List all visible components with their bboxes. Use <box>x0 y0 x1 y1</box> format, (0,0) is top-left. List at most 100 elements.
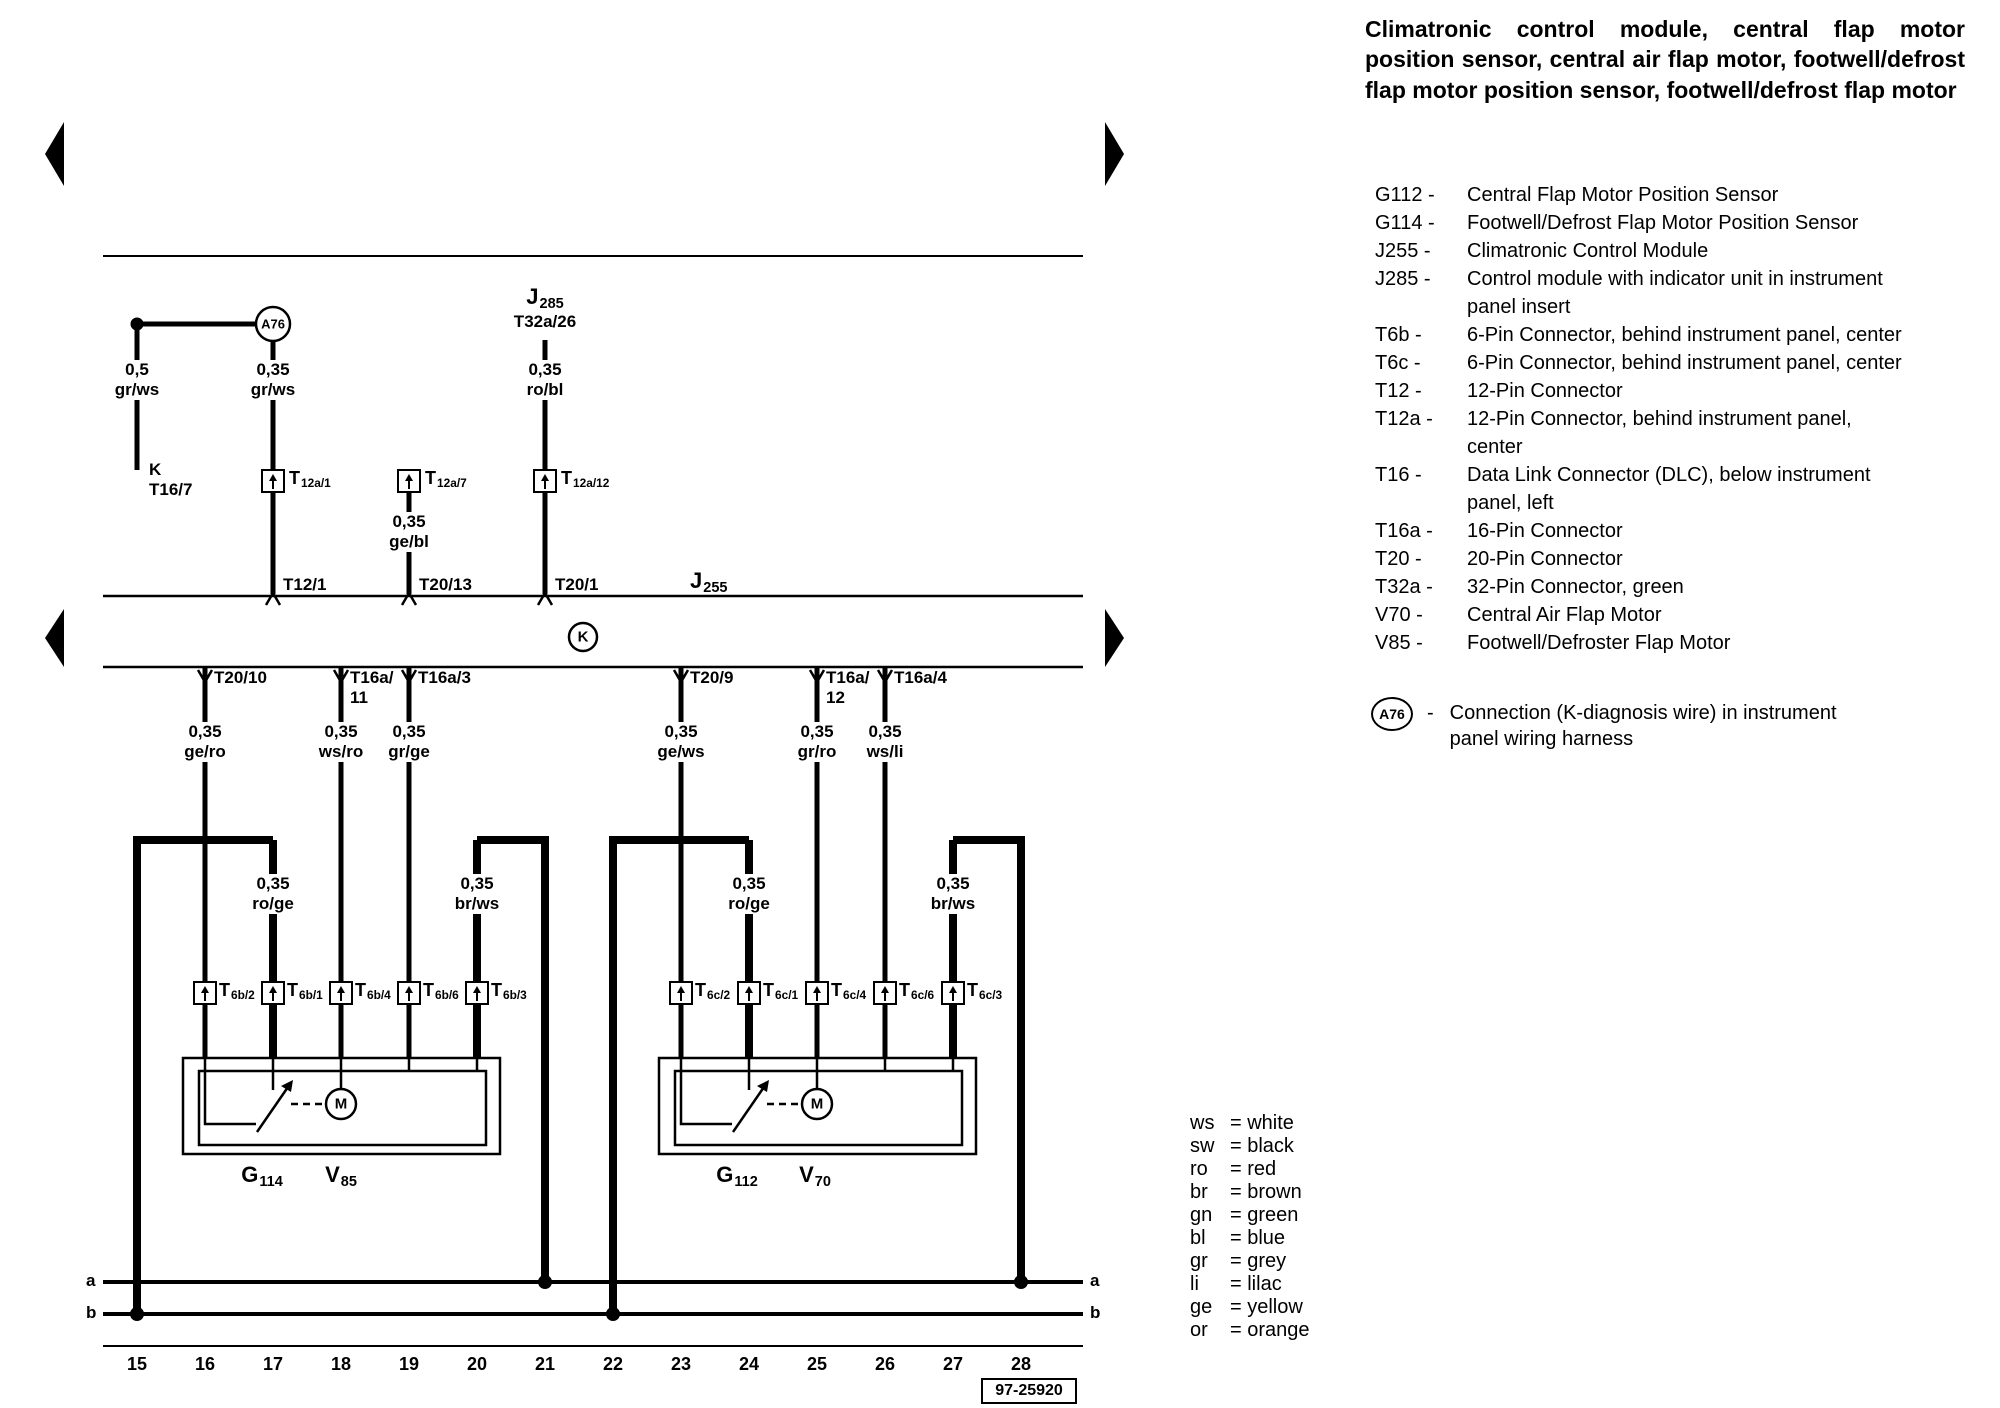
pin-label: T20/9 <box>690 668 734 687</box>
legend-row: T32a - 32-Pin Connector, green <box>1375 573 1997 601</box>
wire-spec-label: 0,35 ws/li <box>863 722 907 763</box>
legend-row: J255 - Climatronic Control Module <box>1375 237 1997 265</box>
wire-spec-label: 0,5 gr/ws <box>111 360 163 401</box>
rail-a-label: a <box>86 1271 96 1290</box>
connector-label: T6c/6 <box>899 980 935 1002</box>
wire-spec-label: 0,35 ge/ws <box>654 722 708 763</box>
legend-row: T12a -12-Pin Connector, behind instrumen… <box>1375 405 1997 461</box>
connector-label: T6b/6 <box>423 980 459 1002</box>
track-number: 21 <box>534 1354 556 1374</box>
edge-continuation-flags <box>45 122 1124 667</box>
component-label-j255: J255 <box>690 568 728 596</box>
track-number: 22 <box>602 1354 624 1374</box>
pin-label: T20/10 <box>214 668 267 687</box>
track-number: 17 <box>262 1354 284 1374</box>
track-number: 20 <box>466 1354 488 1374</box>
legend-desc: Footwell/Defroster Flap Motor <box>1467 632 1731 655</box>
legend-desc: 6-Pin Connector, behind instrument panel… <box>1467 324 1902 347</box>
legend-row: T6c -6-Pin Connector, behind instrument … <box>1375 349 1997 377</box>
legend-code: T6c - <box>1375 352 1421 375</box>
legend-desc: Data Link Connector (DLC), below instrum… <box>1467 464 1871 515</box>
legend-row: T16a -16-Pin Connector <box>1375 517 1997 545</box>
pin-label: T16a/ 11 <box>350 668 394 707</box>
wire-spec-label: 0,35 ro/ge <box>249 874 297 915</box>
motor-letter: M <box>334 1095 348 1113</box>
legend-code: T12a - <box>1375 408 1433 431</box>
a76-desc: Connection (K-diagnosis wire) in instrum… <box>1449 702 1837 751</box>
connector-label: T6b/3 <box>491 980 527 1002</box>
legend-desc: Footwell/Defrost Flap Motor Position Sen… <box>1467 212 1859 235</box>
diagram-number-box: 97-25920 <box>981 1378 1077 1404</box>
legend-row: V70 - Central Air Flap Motor <box>1375 601 1997 629</box>
color-key-row: li= lilac <box>1190 1273 1282 1295</box>
pin-label: T16a/3 <box>418 668 471 687</box>
wire-spec-label: 0,35 ge/ro <box>181 722 229 763</box>
component-boxes <box>181 1056 978 1156</box>
legend-code: G114 - <box>1375 212 1435 235</box>
connector-label: T6b/1 <box>287 980 323 1002</box>
legend-code: T16a - <box>1375 520 1433 543</box>
connector-symbols <box>193 469 965 1005</box>
ground-bus-wires <box>133 836 1025 1314</box>
wire-spec-label: 0,35 gr/ge <box>385 722 433 763</box>
legend-row: T6b -6-Pin Connector, behind instrument … <box>1375 321 1997 349</box>
color-key-row: bl= blue <box>1190 1227 1286 1249</box>
k-wire-circle <box>567 621 599 653</box>
wire-spec-label: 0,35 ro/bl <box>523 360 567 401</box>
a76-dash: - <box>1427 702 1434 725</box>
track-number: 16 <box>194 1354 216 1374</box>
rail-a-label: a <box>1090 1271 1100 1290</box>
connection-arrows <box>196 590 894 685</box>
position-sensor-symbol <box>255 1086 290 1133</box>
motor-symbol <box>800 1087 834 1121</box>
legend-desc: 32-Pin Connector, green <box>1467 576 1684 599</box>
motor-symbol <box>324 1087 358 1121</box>
legend-code: T20 - <box>1375 548 1422 571</box>
track-number: 18 <box>330 1354 352 1374</box>
rail-b-label: b <box>86 1303 97 1322</box>
color-key-row: ge= yellow <box>1190 1296 1303 1318</box>
legend-code: T32a - <box>1375 576 1433 599</box>
component-legend: G112 -Central Flap Motor Position Sensor… <box>1375 181 1997 657</box>
track-number: 24 <box>738 1354 760 1374</box>
legend-code: J285 - <box>1375 268 1431 291</box>
connector-label: T6c/1 <box>763 980 799 1002</box>
color-key-row: sw= black <box>1190 1135 1294 1157</box>
component-label-g112: G112 <box>716 1162 758 1190</box>
color-key-row: or= orange <box>1190 1319 1310 1341</box>
legend-a76-row: A76 - Connection (K-diagnosis wire) in i… <box>1371 697 1997 752</box>
wire-spec-label: 0,35 ro/ge <box>725 874 773 915</box>
legend-desc: Central Air Flap Motor <box>1467 604 1662 627</box>
color-key-row: br= brown <box>1190 1181 1302 1203</box>
component-label-v85: V85 <box>325 1162 357 1190</box>
component-label-g114: G114 <box>241 1162 283 1190</box>
connector-label: T6b/2 <box>219 980 255 1002</box>
pin-label: T20/13 <box>419 575 472 594</box>
color-key-row: ro= red <box>1190 1158 1277 1180</box>
wire-spec-label: 0,35 ws/ro <box>315 722 367 763</box>
pin-label: T16a/ 12 <box>826 668 870 707</box>
pin-label: T16a/4 <box>894 668 947 687</box>
legend-desc: 12-Pin Connector <box>1467 380 1623 403</box>
legend-row: G112 -Central Flap Motor Position Sensor <box>1375 181 1997 209</box>
position-sensor-symbol <box>731 1086 766 1133</box>
legend-panel: Climatronic control module, central flap… <box>1365 14 1997 752</box>
track-number: 23 <box>670 1354 692 1374</box>
wire-color-key: ws= white sw= black ro= red br= brown gn… <box>1190 1112 1310 1342</box>
connector-label: T12a/1 <box>289 468 331 490</box>
wire-spec-label: 0,35 ge/bl <box>386 512 432 553</box>
wire-spec-label: 0,35 br/ws <box>927 874 979 915</box>
legend-code: J255 - <box>1375 240 1431 263</box>
legend-row: T20 -20-Pin Connector <box>1375 545 1997 573</box>
track-number: 19 <box>398 1354 420 1374</box>
legend-code: V70 - <box>1375 604 1423 627</box>
page-title: Climatronic control module, central flap… <box>1365 16 1965 103</box>
legend-desc: Climatronic Control Module <box>1467 240 1709 263</box>
track-number: 26 <box>874 1354 896 1374</box>
connector-label: T6c/2 <box>695 980 731 1002</box>
motor-letter: M <box>810 1095 824 1113</box>
page-rails <box>103 255 1083 1347</box>
wire-spec-label: 0,35 br/ws <box>451 874 503 915</box>
legend-code: T12 - <box>1375 380 1422 403</box>
